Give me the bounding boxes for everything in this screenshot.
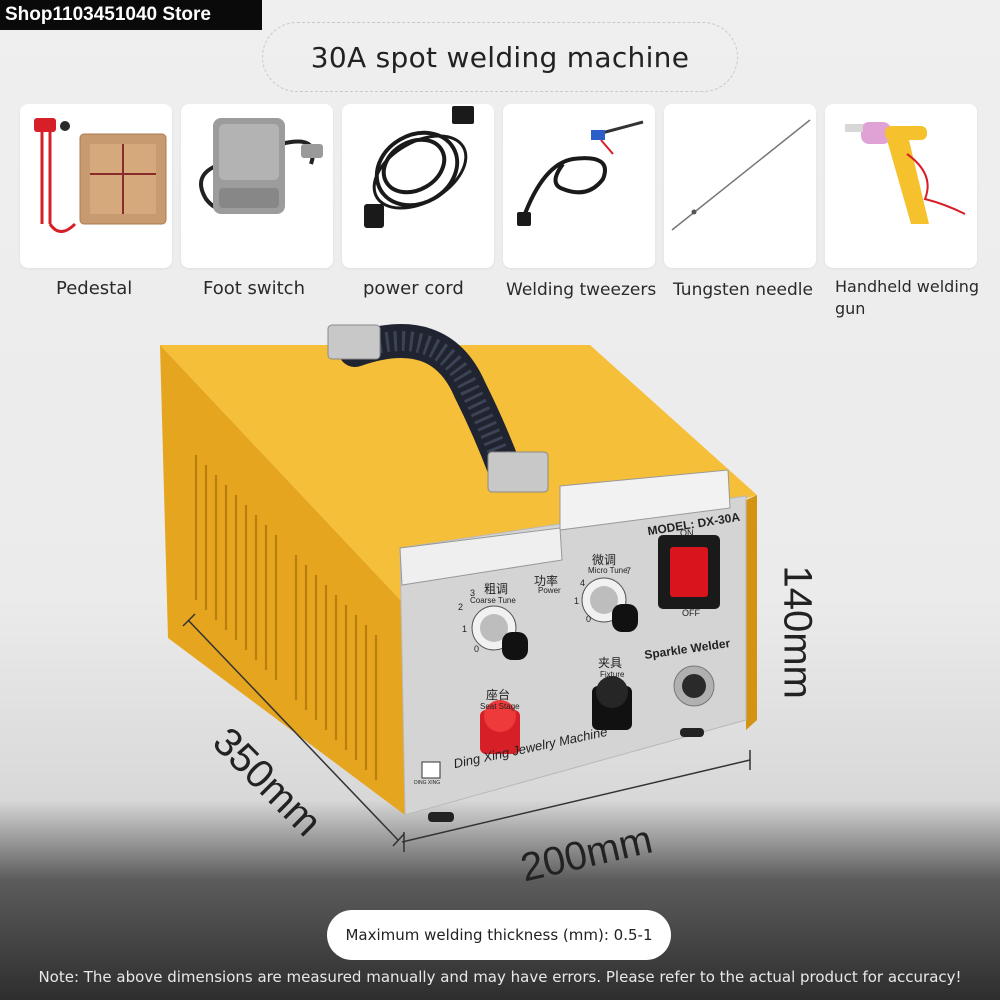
accessory-card-foot-switch[interactable] — [181, 104, 333, 268]
micro-dial-number: 1 — [574, 596, 580, 606]
seat-stage-cn-label: 座台 — [486, 688, 511, 702]
coarse-dial-number: 2 — [458, 602, 464, 612]
coarse-tune-en-label: Coarse Tune — [470, 596, 516, 605]
accessory-label-tungsten-needle: Tungsten needle — [673, 280, 813, 300]
fixture-cn-label: 夹具 — [598, 656, 623, 670]
welding-tweezers-icon — [517, 120, 644, 226]
accessory-label-power-cord: power cord — [363, 278, 464, 299]
accessory-card-pedestal[interactable] — [20, 104, 172, 268]
accessory-label-welding-tweezers: Welding tweezers — [506, 280, 657, 300]
power-cord-icon — [364, 106, 474, 228]
micro-tune-en-label: Micro Tune — [588, 566, 628, 575]
power-cn-label: 功率 — [534, 574, 559, 588]
height-dimension: 140mm — [775, 565, 820, 699]
fixture-en-label: Fixture — [600, 670, 625, 679]
power-en-label: Power — [538, 586, 561, 595]
switch-off-label: OFF — [682, 608, 700, 618]
accessory-card-tungsten-needle[interactable] — [664, 104, 816, 268]
pedestal-icon — [34, 118, 167, 233]
accessory-label-welding-gun: Handheld welding gun — [835, 277, 980, 318]
coarse-dial-number: 0 — [474, 644, 480, 654]
accessory-card-welding-gun[interactable] — [825, 104, 977, 268]
max-welding-thickness-spec: Maximum welding thickness (mm): 0.5-1 — [327, 910, 671, 960]
micro-tune-cn-label: 微调 — [592, 553, 617, 567]
accessory-card-power-cord[interactable] — [342, 104, 494, 268]
micro-dial-number: 7 — [626, 566, 632, 576]
logo-text: DING XING — [414, 780, 441, 786]
tungsten-needle-icon — [671, 119, 811, 231]
welding-gun-icon — [845, 122, 966, 224]
switch-on-label: ON — [680, 528, 694, 538]
disclaimer-note: Note: The above dimensions are measured … — [38, 968, 962, 986]
seat-stage-en-label: Seat Stage — [480, 702, 520, 711]
coarse-dial-number: 3 — [470, 588, 476, 598]
coarse-tune-cn-label: 粗调 — [484, 582, 509, 596]
micro-dial-number: 4 — [580, 578, 586, 588]
accessory-label-foot-switch: Foot switch — [203, 278, 305, 299]
coarse-dial-number: 1 — [462, 624, 468, 634]
accessory-card-welding-tweezers[interactable] — [503, 104, 655, 268]
store-name-badge[interactable]: Shop1103451040 Store — [0, 0, 262, 30]
page-title: 30A spot welding machine — [262, 22, 738, 92]
micro-dial-number: 0 — [586, 614, 592, 624]
foot-switch-icon — [199, 118, 323, 214]
accessory-label-pedestal: Pedestal — [56, 278, 133, 299]
